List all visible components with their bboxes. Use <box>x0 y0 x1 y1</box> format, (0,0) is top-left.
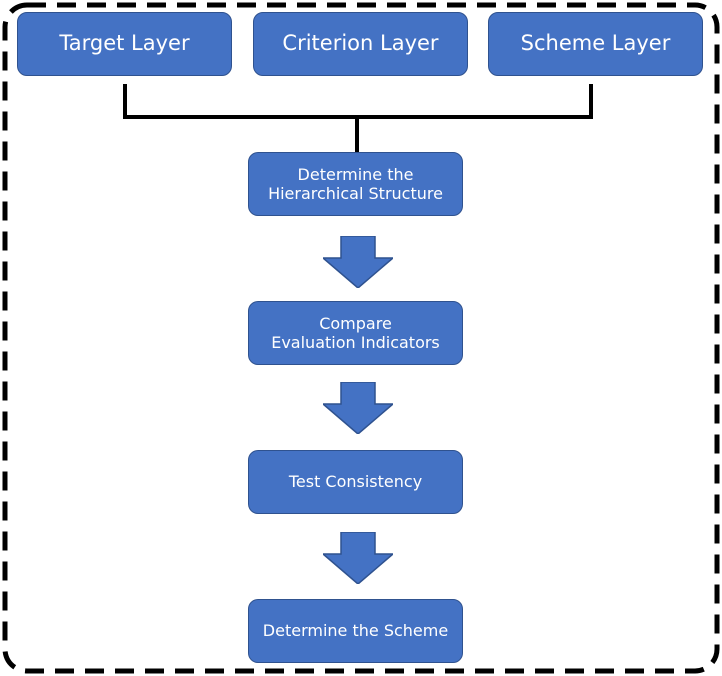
step-determine-scheme-label: Determine the Scheme <box>262 621 449 641</box>
step-hierarchical-structure: Determine the Hierarchical Structure <box>248 152 463 216</box>
step-determine-scheme: Determine the Scheme <box>248 599 463 663</box>
down-arrow-icon <box>323 532 393 584</box>
scheme-layer-label: Scheme Layer <box>520 31 671 56</box>
target-layer-box: Target Layer <box>17 12 232 76</box>
target-layer-label: Target Layer <box>59 31 190 56</box>
step-hierarchical-structure-label: Determine the Hierarchical Structure <box>268 164 443 203</box>
step-compare-indicators-label: Compare Evaluation Indicators <box>271 313 440 352</box>
step-compare-indicators: Compare Evaluation Indicators <box>248 301 463 365</box>
criterion-layer-box: Criterion Layer <box>253 12 468 76</box>
scheme-layer-box: Scheme Layer <box>488 12 703 76</box>
down-arrow-icon <box>323 236 393 288</box>
down-arrow-icon <box>323 382 393 434</box>
step-test-consistency: Test Consistency <box>248 450 463 514</box>
step-test-consistency-label: Test Consistency <box>288 472 423 492</box>
criterion-layer-label: Criterion Layer <box>282 31 439 56</box>
